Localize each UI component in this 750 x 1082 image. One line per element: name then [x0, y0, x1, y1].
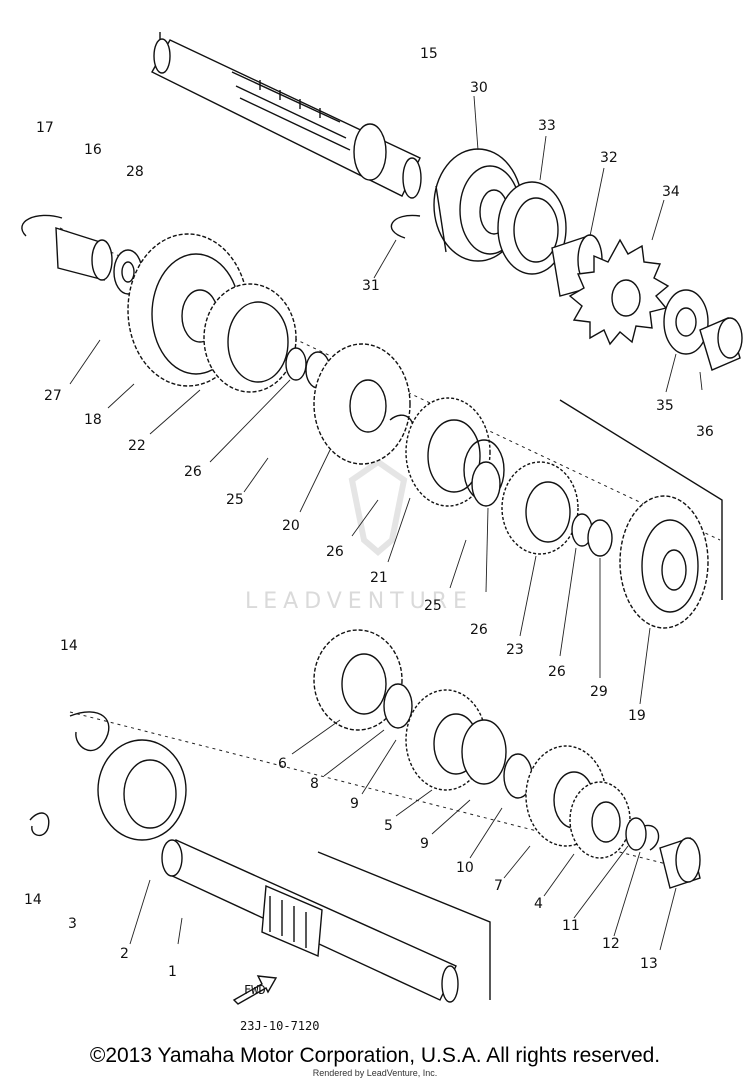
leadventure-watermark: LEADVENTURE [245, 458, 473, 614]
part-label-2: 2 [120, 946, 129, 962]
washer-25b [471, 461, 501, 507]
part-label-16: 15 [420, 46, 438, 62]
collar-13 [659, 837, 701, 889]
part-label-10: 10 [456, 860, 474, 876]
drawing-code: 23J-10-7120 [240, 1019, 319, 1033]
part-label-6: 6 [278, 756, 287, 772]
part-label-25-a: 25 [226, 492, 244, 508]
washer-29 [587, 519, 613, 557]
part-label-26-b: 26 [326, 544, 344, 560]
part-label-35: 35 [656, 398, 674, 414]
part-label-26-c: 26 [470, 622, 488, 638]
collar-17 [55, 227, 113, 281]
part-label-8: 8 [310, 776, 319, 792]
part-label-36: 36 [696, 424, 714, 440]
part-label-12: 12 [602, 936, 620, 952]
main-axle-shaft [161, 839, 459, 1003]
part-label-15: 14 [60, 638, 78, 654]
circlip-31 [390, 214, 421, 239]
part-label-22: 21 [370, 570, 388, 586]
gear-6 [313, 629, 403, 731]
part-label-17: 16 [84, 142, 102, 158]
part-label-30: 30 [470, 80, 488, 96]
part-label-27: 27 [44, 388, 62, 404]
circlip-left [21, 214, 63, 237]
circlip-12 [643, 824, 660, 851]
lower-axis-frame [317, 851, 491, 1000]
part-label-25-b: 25 [424, 598, 442, 614]
part-label-11: 11 [562, 918, 580, 934]
part-label-14: 14 [24, 892, 42, 908]
gear-22 [405, 397, 505, 507]
part-label-20: 19 [628, 708, 646, 724]
part-label-7: 7 [494, 878, 503, 894]
drive-axle-assembly [21, 32, 743, 629]
leader-lines [69, 95, 703, 951]
washer-11 [625, 817, 647, 851]
oil-seal-33 [497, 181, 567, 275]
part-label-4: 4 [534, 896, 543, 912]
part-label-21: 20 [282, 518, 300, 534]
part-label-26-d: 26 [548, 664, 566, 680]
part-label-29: 29 [590, 684, 608, 700]
copyright-notice: ©2013 Yamaha Motor Corporation, U.S.A. A… [89, 1044, 661, 1067]
part-label-9-a: 9 [350, 796, 359, 812]
part-label-18: 17 [36, 120, 54, 136]
part-label-28: 28 [126, 164, 144, 180]
gear-5 [405, 689, 507, 791]
upper-axis-frame [559, 399, 723, 600]
gear-4 [569, 781, 631, 859]
part-label-23: 22 [128, 438, 146, 454]
lock-washer-35 [663, 289, 709, 355]
part-label-3: 3 [68, 916, 77, 932]
nut-36 [699, 317, 743, 371]
part-15-outline [69, 711, 110, 752]
part-label-31: 31 [362, 278, 380, 294]
part-label-19: 18 [84, 412, 102, 428]
part-label-32: 32 [600, 150, 618, 166]
washer-26a [285, 347, 307, 381]
gear-20 [619, 495, 709, 629]
washer-8 [383, 683, 413, 729]
gear-24 [501, 461, 579, 555]
part-label-26-a: 26 [184, 464, 202, 480]
part-label-5: 5 [384, 818, 393, 834]
part-14-outline [29, 812, 50, 836]
main-axle-assembly: FWD [29, 629, 701, 1005]
part-label-13: 13 [640, 956, 658, 972]
drive-sprocket-34 [568, 238, 670, 346]
bearing-3 [97, 739, 187, 841]
drive-axle-shaft [151, 32, 422, 199]
part-label-1: 1 [168, 964, 177, 980]
watermark-text: LEADVENTURE [245, 589, 473, 614]
fwd-arrow-icon: FWD [232, 975, 278, 1005]
part-label-24: 23 [506, 642, 524, 658]
fwd-text: FWD [244, 983, 266, 997]
rendered-by-notice: Rendered by LeadVenture, Inc. [312, 1068, 438, 1078]
part-label-34: 34 [662, 184, 680, 200]
part-labels: 15 30 33 32 34 17 16 28 31 27 18 22 26 2… [24, 46, 714, 1033]
part-label-33: 33 [538, 118, 556, 134]
part-label-9-b: 9 [420, 836, 429, 852]
gear-21 [313, 343, 411, 465]
gear-23 [203, 283, 297, 393]
